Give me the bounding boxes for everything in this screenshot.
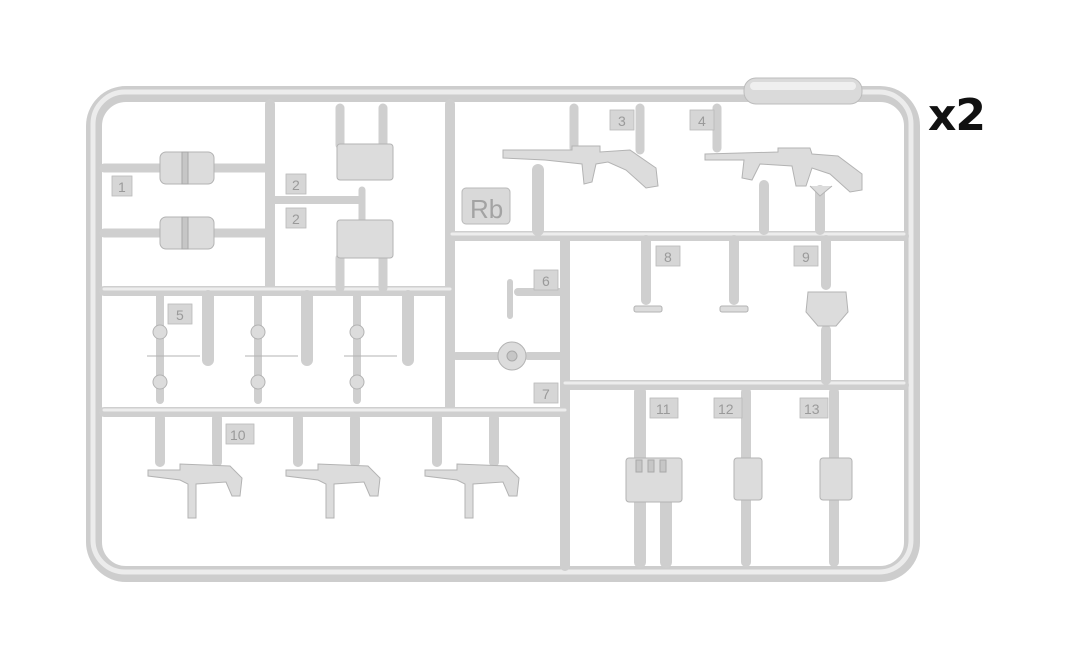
- sprue-count-label: x2: [928, 90, 986, 141]
- part-2-boxes: [271, 103, 394, 293]
- tag-4: 4: [698, 113, 706, 129]
- tag-6: 6: [542, 273, 550, 289]
- tag-2a: 2: [292, 177, 300, 193]
- part-11-13-pouches: [625, 386, 853, 568]
- part-3-4-smg: [502, 103, 863, 236]
- internal-runners: [99, 99, 909, 571]
- tag-5: 5: [176, 307, 184, 323]
- part-5-slings: [147, 290, 414, 404]
- tag-1: 1: [118, 179, 126, 195]
- tag-13: 13: [804, 401, 820, 417]
- tag-9: 9: [802, 249, 810, 265]
- tag-11: 11: [656, 401, 671, 417]
- outer-frame: [86, 77, 920, 582]
- part-10-smg: [147, 413, 520, 519]
- tag-8: 8: [664, 249, 672, 265]
- tag-7: 7: [542, 386, 550, 402]
- sprue-name: Rb: [470, 194, 503, 224]
- tag-2b: 2: [292, 211, 300, 227]
- part-6-7: [452, 279, 566, 371]
- tag-10: 10: [230, 427, 246, 443]
- part-1-pouches: [99, 151, 270, 250]
- part-number-tags: 1 2 2 3 4 5 6 7 8 9 10 11 12 13: [111, 109, 829, 445]
- tag-3: 3: [618, 113, 626, 129]
- tag-12: 12: [718, 401, 734, 417]
- part-8-9: [633, 235, 849, 385]
- sprue-name-badge: Rb: [461, 187, 511, 225]
